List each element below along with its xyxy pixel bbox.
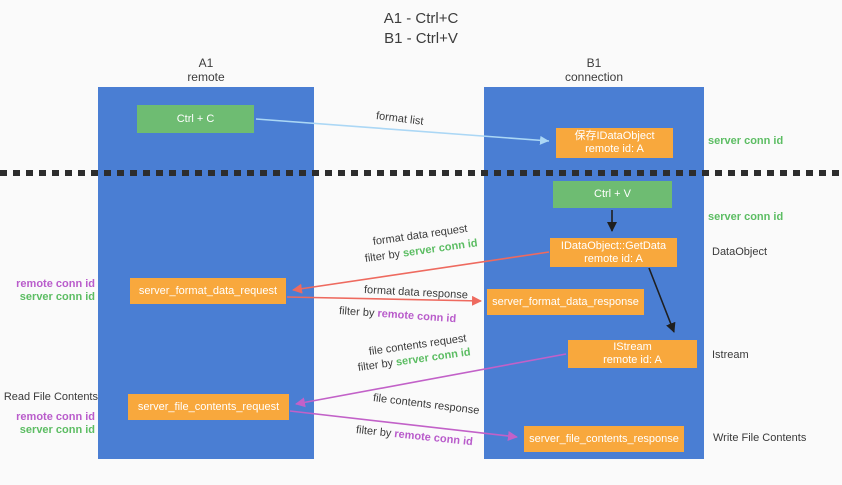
filter-key-remote-conn-id: remote conn id xyxy=(377,307,457,326)
remote-conn-id-label-2: remote conn id xyxy=(16,411,95,423)
title-line-2: B1 - Ctrl+V xyxy=(384,30,458,47)
dataobject-label: DataObject xyxy=(712,246,768,258)
lifeline-a1-id: A1 xyxy=(198,56,214,70)
file-contents-response-filter-label: filter by remote conn id xyxy=(355,424,473,449)
filter-key-remote-conn-id: remote conn id xyxy=(393,428,474,449)
server-format-data-response-box: server_format_data_response xyxy=(487,289,644,315)
format-list-flow-label: format list xyxy=(375,110,425,128)
server-conn-id-label-top: server conn id xyxy=(708,135,784,147)
format-request-label: server_format_data_request xyxy=(138,284,278,297)
istream-side-label: Istream xyxy=(712,349,749,361)
save-dataobject-line2: remote id: A xyxy=(585,143,644,155)
lifeline-b1-role: connection xyxy=(564,70,624,84)
format-data-response-filter-label: filter by remote conn id xyxy=(339,305,457,326)
remote-conn-id-label-1: remote conn id xyxy=(16,278,95,290)
getdata-line1: IDataObject::GetData xyxy=(560,239,667,252)
read-file-contents-label: Read File Contents xyxy=(3,391,98,403)
lifeline-a1-role: remote xyxy=(187,70,225,84)
istream-line1: IStream xyxy=(613,341,652,353)
lifeline-b1-header: B1 connection xyxy=(484,56,704,84)
server-file-contents-request-box: server_file_contents_request xyxy=(128,394,289,420)
filter-prefix: filter by xyxy=(364,247,404,265)
title-line-1: A1 - Ctrl+C xyxy=(383,10,459,27)
file-request-label: server_file_contents_request xyxy=(137,400,280,413)
istream-line2: remote id: A xyxy=(603,354,662,366)
ctrl-v-label: Ctrl + V xyxy=(594,188,631,200)
idataobject-getdata-box: IDataObject::GetData remote id: A xyxy=(550,238,677,267)
server-conn-id-label-2: server conn id xyxy=(19,424,95,436)
format-data-response-flow-label: format data response xyxy=(363,284,469,302)
file-request-conn-ids: remote conn id server conn id xyxy=(0,411,95,437)
lifeline-a1-header: A1 remote xyxy=(98,56,314,84)
format-request-conn-ids: remote conn id server conn id xyxy=(0,278,95,304)
diagram-title: A1 - Ctrl+C B1 - Ctrl+V xyxy=(0,9,842,49)
file-contents-response-flow-label: file contents response xyxy=(372,392,481,418)
filter-prefix: filter by xyxy=(355,424,395,440)
istream-box: IStream remote id: A xyxy=(568,340,697,368)
filter-prefix: filter by xyxy=(357,356,397,374)
filter-prefix: filter by xyxy=(338,305,378,320)
server-format-data-request-box: server_format_data_request xyxy=(130,278,286,304)
lifeline-b1-id: B1 xyxy=(586,56,602,70)
write-file-contents-label: Write File Contents xyxy=(713,432,807,444)
ctrl-c-label: Ctrl + C xyxy=(176,112,215,125)
getdata-line2: remote id: A xyxy=(584,252,643,265)
server-conn-id-label-1: server conn id xyxy=(19,291,95,303)
ctrl-c-action-box: Ctrl + C xyxy=(137,105,254,133)
format-response-label: server_format_data_response xyxy=(492,295,639,308)
dotted-separator-line xyxy=(0,170,842,176)
file-response-label: server_file_contents_response xyxy=(529,432,679,445)
ctrl-v-action-box: Ctrl + V xyxy=(553,181,672,208)
server-file-contents-response-box: server_file_contents_response xyxy=(524,426,684,452)
server-conn-id-label-mid: server conn id xyxy=(708,211,784,223)
save-dataobject-box: 保存IDataObject remote id: A xyxy=(556,128,673,158)
save-dataobject-line1: 保存IDataObject xyxy=(574,130,655,142)
